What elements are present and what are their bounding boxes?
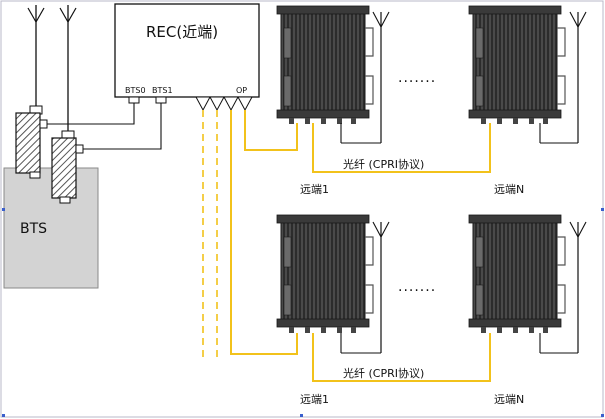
remote-unit-icon (276, 214, 374, 334)
frame-handle (601, 414, 604, 417)
rec-port-bts0: BTS0 (125, 86, 146, 95)
optical-ports (195, 96, 253, 112)
antenna-icon (340, 11, 390, 144)
bts-label: BTS (20, 221, 47, 237)
bts-antenna-left (27, 5, 45, 113)
fiber-chain-row-1 (312, 123, 491, 173)
bts-antenna-right (59, 5, 77, 133)
antenna-icon (340, 221, 390, 354)
row2-unit-n-label: 远端N (494, 393, 524, 406)
row1-fiber-label: 光纤 (CPRI协议) (343, 157, 424, 171)
frame-handle (2, 414, 5, 417)
cable-bts1 (83, 100, 162, 150)
rec-title: REC(近端) (146, 23, 218, 41)
fiber-row-2 (230, 110, 298, 355)
rec-port-bts1: BTS1 (152, 86, 173, 95)
frame-handle (2, 208, 5, 211)
antenna-icon (539, 221, 587, 354)
row1-unit-n-label: 远端N (494, 183, 524, 196)
remote-unit-icon (276, 5, 374, 125)
remote-unit-icon (468, 5, 566, 125)
rec-unit: REC(近端) BTS0 BTS1 OP (114, 3, 260, 104)
rec-port-op: OP (236, 86, 247, 95)
coupler-icon (15, 105, 48, 179)
fiber-row-1 (244, 110, 298, 151)
frame-handle (601, 208, 604, 211)
row1-dots: ....... (398, 70, 436, 86)
bts-cabinet: BTS (3, 167, 99, 289)
cable-bts0 (47, 100, 135, 125)
row1-unit-1-label: 远端1 (300, 183, 329, 196)
coupler-icon (51, 130, 84, 204)
row2-fiber-label: 光纤 (CPRI协议) (343, 366, 424, 380)
frame-handle (300, 414, 303, 417)
row2-unit-1-label: 远端1 (300, 393, 329, 406)
antenna-icon (539, 11, 587, 144)
row2-dots: ....... (398, 279, 436, 295)
remote-unit-icon (468, 214, 566, 334)
fiber-chain-row-2 (312, 333, 491, 382)
